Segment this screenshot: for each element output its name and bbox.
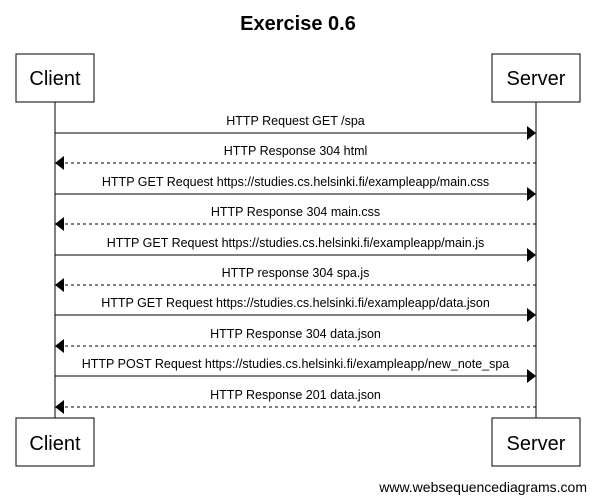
- message-request: HTTP POST Request https://studies.cs.hel…: [55, 357, 536, 383]
- message-request: HTTP GET Request https://studies.cs.hels…: [55, 236, 536, 262]
- actor-client-bottom: Client: [15, 417, 95, 467]
- actor-server-top: Server: [491, 53, 581, 103]
- message-arrowhead: [55, 217, 64, 231]
- actor-label: Server: [507, 68, 566, 90]
- message-arrowhead: [527, 248, 536, 262]
- message-response: HTTP response 304 spa.js: [55, 266, 536, 292]
- actor-box: [15, 417, 95, 467]
- message-response: HTTP Response 304 html: [55, 144, 536, 170]
- actor-server-bottom: Server: [491, 417, 581, 467]
- message-arrowhead: [527, 126, 536, 140]
- message-label: HTTP Response 201 data.json: [210, 388, 381, 402]
- message-arrowhead: [527, 369, 536, 383]
- message-response: HTTP Response 304 main.css: [55, 205, 536, 231]
- message-label: HTTP GET Request https://studies.cs.hels…: [107, 236, 484, 250]
- diagram-title: Exercise 0.6: [240, 13, 356, 35]
- actor-box: [491, 53, 581, 103]
- message-label: HTTP response 304 spa.js: [222, 266, 370, 280]
- message-label: HTTP GET Request https://studies.cs.hels…: [101, 296, 490, 310]
- actor-box: [491, 417, 581, 467]
- message-label: HTTP Response 304 html: [224, 144, 368, 158]
- message-arrowhead: [527, 308, 536, 322]
- watermark: www.websequencediagrams.com: [378, 479, 587, 495]
- message-arrowhead: [55, 400, 64, 414]
- actor-label: Client: [29, 68, 81, 90]
- message-arrowhead: [55, 278, 64, 292]
- message-response: HTTP Response 304 data.json: [55, 327, 536, 353]
- actor-label: Server: [507, 433, 566, 455]
- message-label: HTTP POST Request https://studies.cs.hel…: [82, 357, 510, 371]
- message-label: HTTP Request GET /spa: [226, 114, 365, 128]
- message-request: HTTP Request GET /spa: [55, 114, 536, 140]
- message-label: HTTP GET Request https://studies.cs.hels…: [102, 175, 489, 189]
- actor-label: Client: [29, 433, 81, 455]
- actor-box: [15, 53, 95, 103]
- message-request: HTTP GET Request https://studies.cs.hels…: [55, 175, 536, 201]
- message-response: HTTP Response 201 data.json: [55, 388, 536, 414]
- message-label: HTTP Response 304 main.css: [211, 205, 380, 219]
- actor-client-top: Client: [15, 53, 95, 103]
- message-arrowhead: [55, 156, 64, 170]
- message-arrowhead: [55, 339, 64, 353]
- message-arrowhead: [527, 187, 536, 201]
- message-label: HTTP Response 304 data.json: [210, 327, 381, 341]
- message-request: HTTP GET Request https://studies.cs.hels…: [55, 296, 536, 322]
